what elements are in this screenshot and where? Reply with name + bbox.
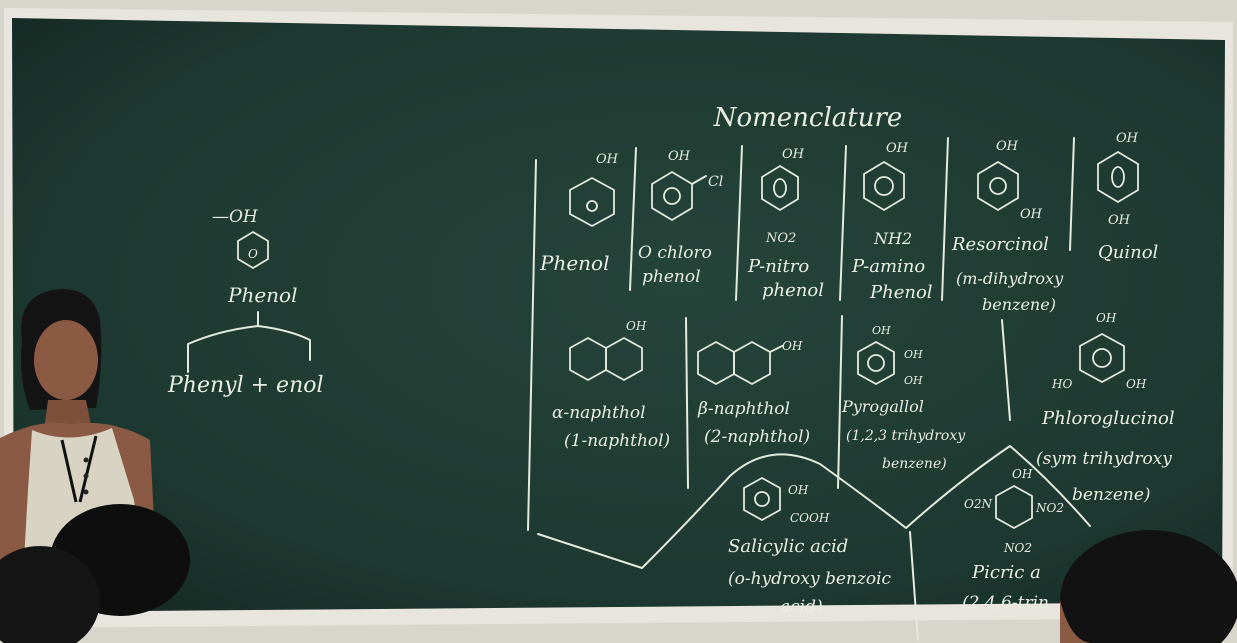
substituent-label: HO bbox=[1051, 377, 1072, 391]
substituent-label-2: NO2 bbox=[1035, 501, 1064, 515]
oh-label: OH bbox=[886, 141, 909, 156]
compound-name-line3: benzene) bbox=[982, 295, 1056, 314]
alpha-naphthol-entry: OH α-naphthol (1-naphthol) bbox=[552, 319, 670, 451]
phenol-diagram: —OH O Phenol Phenyl + enol bbox=[167, 207, 324, 398]
salicylic-acid-entry: OH COOH Salicylic acid (o-hydroxy benzoi… bbox=[728, 476, 892, 617]
oh-label: OH bbox=[1116, 131, 1139, 146]
substituent-label: NH2 bbox=[873, 229, 912, 248]
compound-name: O chloro bbox=[638, 243, 712, 263]
compound-name-line2: (1,2,3 trihydroxy bbox=[846, 428, 966, 444]
compound-name-line2: (sym trihydroxy bbox=[1036, 449, 1172, 469]
substituent-label: NO2 bbox=[765, 231, 796, 246]
resorcinol-entry: OH OH Resorcinol (m-dihydroxy benzene) bbox=[951, 139, 1064, 314]
p-nitrophenol-entry: OH NO2 P-nitro phenol bbox=[747, 147, 824, 301]
phloroglucinol-entry: OH HO OH Phloroglucinol (sym trihydroxy … bbox=[1036, 311, 1175, 505]
compound-name-line2: (2,4,6-trin bbox=[962, 593, 1049, 613]
substituent-label: Cl bbox=[708, 174, 723, 190]
benzene-ring-icon bbox=[1079, 332, 1125, 384]
substituent-label-2: OH bbox=[904, 374, 923, 387]
hydroxyl-group-label: —OH bbox=[212, 207, 259, 227]
column-dividers bbox=[527, 137, 1091, 641]
picric-acid-entry: OH O2N NO2 NO2 Picric a (2,4,6-trin bbox=[962, 467, 1064, 613]
compound-name: Phenol bbox=[539, 251, 610, 275]
p-aminophenol-entry: OH NH2 P-amino Phenol bbox=[851, 141, 933, 303]
benzene-ring-icon bbox=[569, 176, 615, 228]
audience-heads bbox=[0, 504, 1237, 643]
benzene-ring-icon bbox=[237, 230, 269, 270]
oh-label: OH bbox=[872, 324, 891, 337]
ring-label: O bbox=[248, 247, 258, 261]
compound-name-line3: benzene) bbox=[1072, 485, 1151, 505]
substituent-label: OH bbox=[904, 348, 923, 361]
oh-label: OH bbox=[782, 147, 805, 162]
substituent-label-3: NO2 bbox=[1003, 541, 1032, 555]
substituent-label: COOH bbox=[790, 511, 830, 525]
o-chlorophenol-entry: OH Cl O chloro phenol bbox=[638, 149, 723, 287]
benzene-ring-icon bbox=[761, 164, 799, 212]
oh-label: OH bbox=[1096, 311, 1117, 325]
benzene-ring-icon bbox=[995, 484, 1033, 530]
oh-label: OH bbox=[596, 152, 619, 167]
compound-name: Phloroglucinol bbox=[1041, 408, 1175, 429]
compound-name-line2: (o-hydroxy benzoic bbox=[728, 569, 892, 589]
presenter-student bbox=[0, 289, 156, 560]
compound-name-line2: (m-dihydroxy bbox=[956, 269, 1064, 288]
oh-label: OH bbox=[626, 319, 647, 333]
compound-name: Resorcinol bbox=[951, 234, 1049, 255]
substituent-label-2: OH bbox=[1126, 377, 1147, 391]
compound-name: Quinol bbox=[1098, 242, 1159, 263]
substituent-label: OH bbox=[1020, 207, 1043, 222]
benzene-ring-icon bbox=[743, 476, 781, 522]
board-heading: Nomenclature bbox=[713, 103, 903, 133]
pyrogallol-entry: OH OH OH Pyrogallol (1,2,3 trihydroxy be… bbox=[841, 324, 966, 472]
benzene-ring-icon bbox=[977, 160, 1019, 212]
compound-name: Pyrogallol bbox=[841, 397, 924, 416]
compound-name: α-naphthol bbox=[552, 403, 646, 423]
chalkboard bbox=[12, 18, 1225, 612]
compound-name-line2: Phenol bbox=[869, 282, 933, 303]
compound-name-line2: phenol bbox=[642, 267, 701, 287]
substituent-label: O2N bbox=[964, 497, 992, 511]
phenol-name: Phenol bbox=[227, 283, 298, 307]
compound-name-line3: acid) bbox=[780, 597, 823, 617]
compound-name: β-naphthol bbox=[697, 399, 790, 419]
compound-name-line2: phenol bbox=[762, 280, 824, 301]
branch-lines bbox=[187, 311, 311, 373]
compound-name-line2: (1-naphthol) bbox=[564, 431, 670, 451]
compound-name: P-amino bbox=[851, 256, 925, 277]
oh-label: OH bbox=[788, 483, 809, 497]
substituent-label: OH bbox=[1108, 213, 1131, 228]
oh-label: OH bbox=[782, 339, 803, 353]
beta-naphthol-entry: OH β-naphthol (2-naphthol) bbox=[697, 339, 810, 447]
oh-label: OH bbox=[1012, 467, 1033, 481]
benzene-ring-icon bbox=[863, 160, 905, 212]
compound-name-line3: benzene) bbox=[882, 456, 947, 472]
oh-label: OH bbox=[668, 149, 691, 164]
compound-name: Picric a bbox=[971, 562, 1041, 583]
compound-name: Salicylic acid bbox=[728, 536, 848, 557]
compound-name: P-nitro bbox=[747, 256, 809, 277]
compound-name-line2: (2-naphthol) bbox=[704, 427, 810, 447]
benzene-ring-icon bbox=[857, 340, 895, 386]
oh-label: OH bbox=[996, 139, 1019, 154]
phenol-entry: OH Phenol bbox=[539, 152, 619, 275]
benzene-ring-icon bbox=[1097, 150, 1139, 204]
quinol-entry: OH OH Quinol bbox=[1097, 131, 1159, 263]
phenyl-enol-text: Phenyl + enol bbox=[167, 373, 324, 398]
